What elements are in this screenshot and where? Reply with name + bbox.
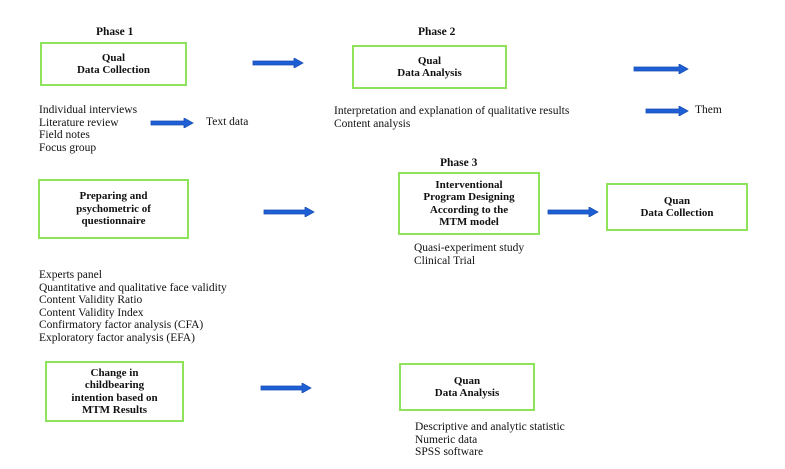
list-item: Quasi-experiment study	[414, 242, 525, 254]
list-item: Content Validity Ratio	[39, 294, 143, 306]
arrow-right-icon	[547, 207, 599, 217]
box-line: MTM model	[439, 216, 499, 228]
list-item: Literature review	[39, 116, 119, 129]
interventional-program-box: Interventional Program Designing Accordi…	[398, 172, 540, 235]
box-line: intention based on	[71, 391, 158, 404]
box-line: questionnaire	[81, 215, 146, 228]
quan-data-collection-box: Quan Data Collection	[606, 183, 748, 231]
list-item: Clinical Trial	[414, 254, 476, 267]
list-item: Confirmatory factor analysis (CFA)	[39, 319, 204, 331]
box-line: psychometric of	[76, 202, 151, 215]
box-line: Quan	[453, 374, 481, 387]
list-item: Interpretation and explanation of qualit…	[334, 105, 570, 117]
phase-3-heading: Phase 3	[440, 157, 478, 169]
box-line: Data Collection	[640, 207, 714, 219]
qual-analysis-methods-list: Interpretation and explanation of qualit…	[334, 105, 569, 130]
box-line: Program Designing	[423, 191, 515, 203]
box-line: Preparing and	[79, 190, 148, 203]
intervention-methods-list: Quasi-experiment study Clinical Trial	[414, 242, 524, 267]
arrow-right-icon	[645, 106, 689, 116]
list-item: Experts panel	[39, 269, 102, 281]
change-childbearing-box: Change in childbearing intention based o…	[45, 361, 184, 422]
box-line: Change in	[90, 366, 139, 379]
box-line: Qual	[101, 51, 126, 64]
qual-collection-methods-list: Individual interviews Literature review …	[39, 104, 137, 154]
psychometric-methods-list: Experts panel Quantitative and qualitati…	[39, 269, 227, 344]
list-item: Exploratory factor analysis (EFA)	[39, 331, 195, 344]
arrow-right-icon	[263, 207, 315, 217]
list-item: Numeric data	[415, 433, 478, 446]
qual-data-collection-box: Qual Data Collection	[40, 42, 187, 86]
arrow-right-icon	[252, 58, 304, 68]
phase-2-heading: Phase 2	[418, 26, 456, 38]
list-item: Focus group	[39, 141, 97, 154]
box-line: MTM Results	[81, 404, 148, 416]
quan-analysis-methods-list: Descriptive and analytic statistic Numer…	[415, 421, 565, 459]
list-item: SPSS software	[415, 446, 484, 458]
preparing-questionnaire-box: Preparing and psychometric of questionna…	[38, 179, 189, 239]
box-line: Interventional	[435, 178, 503, 191]
list-item: Field notes	[39, 129, 90, 141]
list-item: Content Validity Index	[39, 306, 144, 319]
list-item: Quantitative and qualitative face validi…	[39, 281, 227, 294]
list-item: Content analysis	[334, 117, 411, 130]
phase-1-heading: Phase 1	[96, 26, 134, 38]
box-line: Data Analysis	[397, 67, 462, 79]
list-item: Individual interviews	[39, 104, 138, 116]
arrow-right-icon	[150, 118, 194, 128]
arrow-right-icon	[633, 64, 689, 74]
box-line: Data Analysis	[434, 387, 500, 399]
quan-data-analysis-box: Quan Data Analysis	[399, 363, 535, 411]
box-line: Quan	[663, 194, 691, 207]
box-line: According to the	[429, 203, 509, 216]
qual-data-analysis-box: Qual Data Analysis	[352, 45, 507, 89]
arrow-right-icon	[260, 383, 312, 393]
box-line: Data Collection	[76, 64, 150, 76]
them-label: Them	[695, 104, 722, 116]
box-line: Qual	[417, 54, 442, 67]
text-data-label: Text data	[206, 116, 249, 128]
box-line: childbearing	[84, 379, 145, 391]
list-item: Descriptive and analytic statistic	[415, 421, 565, 433]
